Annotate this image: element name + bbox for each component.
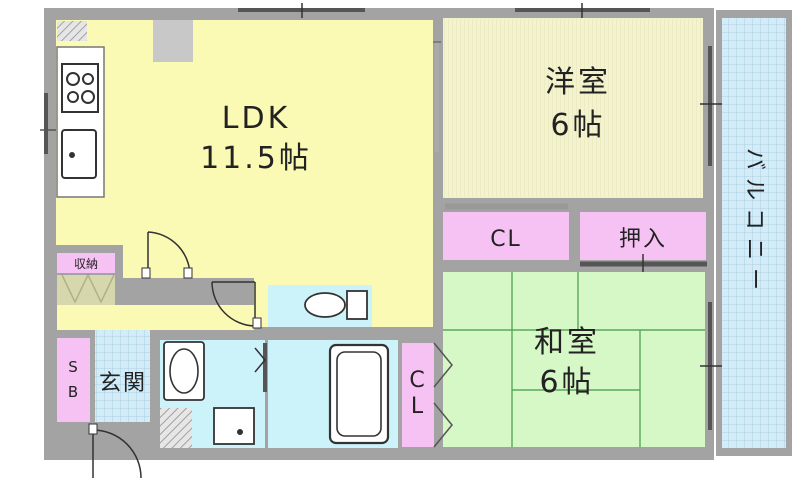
- japanese-size-label: 6帖: [539, 365, 594, 400]
- japanese-name-label: 和室: [534, 325, 600, 360]
- toilet-tank: [346, 290, 368, 320]
- balcony-char: コ: [742, 208, 767, 232]
- western-name-label: 洋室: [545, 65, 611, 100]
- shoebox: [57, 338, 90, 422]
- stove-burners-icon: [66, 72, 95, 104]
- western-room: [443, 18, 703, 198]
- washbasin-bowl-icon: [169, 348, 199, 394]
- balcony-char: ニ: [742, 238, 767, 262]
- oshiire: [580, 212, 706, 260]
- tatami-lines: [443, 272, 705, 447]
- hallway: [57, 305, 254, 330]
- entrance-floor: [95, 330, 150, 422]
- washing-machine-drain-icon: [237, 429, 243, 435]
- entrance-label: 玄関: [99, 371, 147, 396]
- sink: [61, 129, 97, 179]
- western-closet-label: CL: [490, 227, 522, 252]
- balcony-char: バ: [742, 148, 767, 172]
- japanese-closet-label-l: L: [411, 394, 425, 419]
- japanese-closet-label-c: C: [409, 368, 426, 393]
- oshiire-label: 押入: [619, 227, 667, 252]
- bathtub-inner: [336, 351, 382, 437]
- stove: [61, 63, 99, 113]
- balcony-char: ル: [742, 178, 767, 202]
- storage-label: 収納: [74, 257, 98, 271]
- japanese-room: [443, 272, 705, 447]
- hatched-corner-bottom: [160, 408, 192, 448]
- hatched-corner-top: [57, 21, 87, 41]
- balcony-floor: [722, 18, 786, 448]
- ldk-name-label: LDK: [222, 101, 291, 136]
- western-closet: [443, 212, 569, 260]
- western-size-label: 6帖: [550, 108, 605, 143]
- ldk-size-label: 11.5帖: [200, 141, 312, 176]
- storage-closet: [57, 253, 115, 273]
- bathtub: [328, 343, 390, 445]
- washing-machine: [213, 407, 255, 445]
- kitchen-column: [153, 20, 193, 62]
- balcony-char: ー: [742, 268, 767, 292]
- japanese-closet: [402, 343, 434, 447]
- shoebox-label-s: S: [68, 358, 78, 376]
- toilet-bowl-icon: [304, 292, 346, 318]
- ldk-room: [56, 20, 433, 327]
- shoebox-label-b: B: [68, 383, 78, 401]
- sink-drain-icon: [69, 152, 75, 158]
